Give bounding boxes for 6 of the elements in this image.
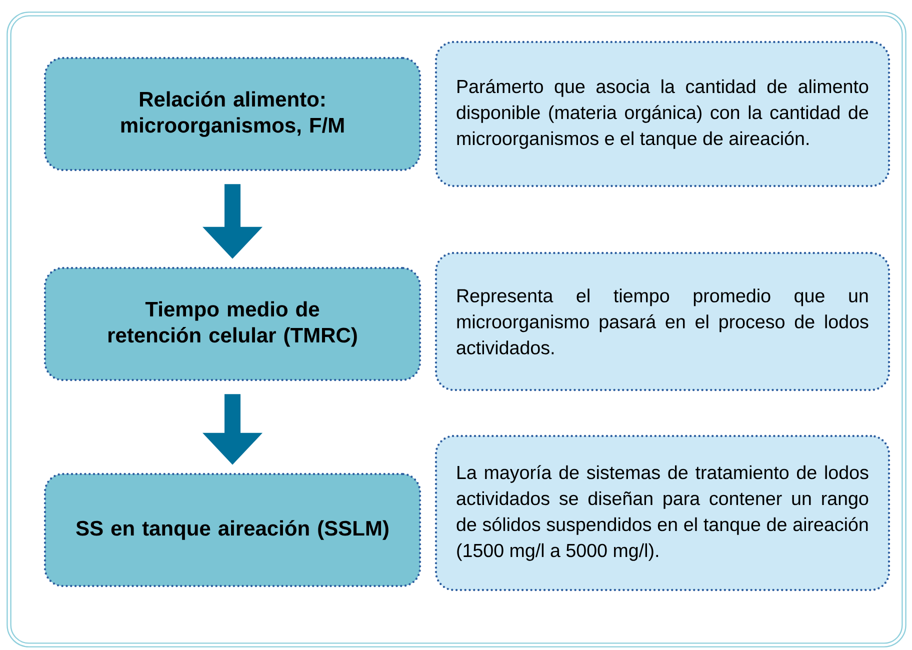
note-box: Representa el tiempo promedio que un microorganismo pasará en el proceso de lodos actividados. — [434, 252, 890, 392]
step-box: Tiempo medio de retención celular (TMRC) — [44, 266, 422, 382]
note-box: Parámerto que asocia la cantidad de alimento disponible (materia orgánica) con la cantidad de microorganismos e el tanque de aireación. — [434, 40, 890, 188]
step-box: SS en tanque aireación (SSLM) — [44, 472, 422, 588]
note-box: La mayoría de sistemas de tratamiento de lodos actividados se diseñan para contener un rango de sólidos suspendidos en el tanque de aireación (1500 mg/l a 5000 mg/l). — [434, 434, 890, 592]
step-box: Relación alimento: microorganismos, F/M — [44, 56, 422, 172]
